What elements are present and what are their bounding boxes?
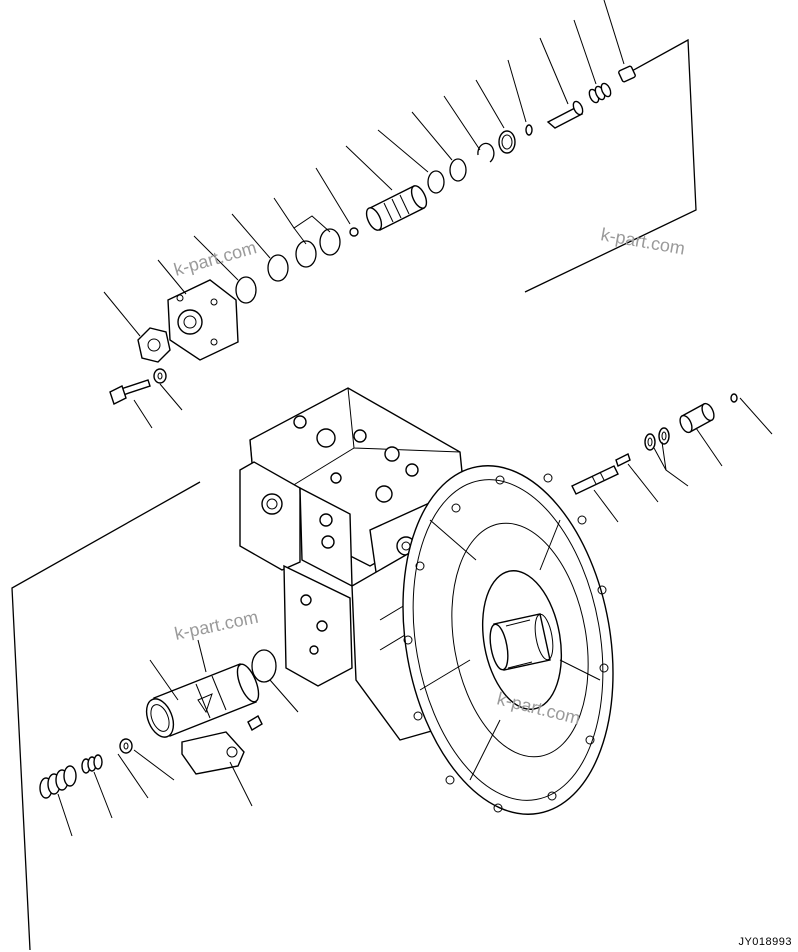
plug-part (679, 402, 715, 434)
spool-sleeve-part (365, 185, 428, 231)
cover-plate-part (181, 731, 245, 775)
watermark-text: k-part.com (599, 224, 686, 258)
o-ring-part-b (427, 170, 445, 194)
drawing-code-label: JY018993 (738, 936, 792, 948)
small-plug-part (730, 393, 738, 403)
top-leader-lines (103, 0, 625, 429)
ball-part (349, 227, 359, 237)
coil-spring-part (39, 765, 77, 799)
spacer-part (615, 453, 631, 467)
small-spring-part (588, 82, 612, 104)
large-o-ring-part (251, 649, 277, 683)
o-ring-part-f (235, 276, 257, 304)
set-screw-part (247, 715, 263, 731)
small-o-ring-part (525, 124, 533, 136)
o-ring-part-e (267, 254, 289, 282)
lower-left-leader-lines (57, 639, 299, 837)
lower-left-exploded-parts (39, 649, 277, 799)
washer-part (153, 368, 167, 384)
short-spring-part (81, 754, 103, 774)
top-group-bracket (524, 38, 697, 293)
o-ring-part-c (319, 228, 341, 256)
cap-nut-part (618, 65, 636, 83)
watermark-text: k-part.com (172, 237, 259, 280)
right-exploded-parts (571, 393, 738, 495)
o-ring-part-d (295, 240, 317, 268)
small-washer-part (119, 738, 133, 754)
left-group-bracket (11, 481, 201, 951)
adjusting-screw-part (546, 100, 584, 129)
ring-part (498, 130, 516, 154)
hex-nut-part (137, 327, 171, 363)
flange-cover-part (167, 279, 239, 361)
o-ring-part-a (449, 158, 467, 182)
right-leader-lines (593, 397, 773, 523)
bolt-part (109, 379, 151, 405)
snap-ring-part (477, 142, 495, 163)
pin-rod-part (571, 465, 619, 495)
watermark-text: k-part.com (173, 607, 260, 644)
ring-pair-part (644, 427, 670, 451)
valve-spool-assembly-part (145, 663, 260, 738)
top-exploded-parts (109, 65, 636, 405)
flywheel-flange (402, 465, 614, 815)
